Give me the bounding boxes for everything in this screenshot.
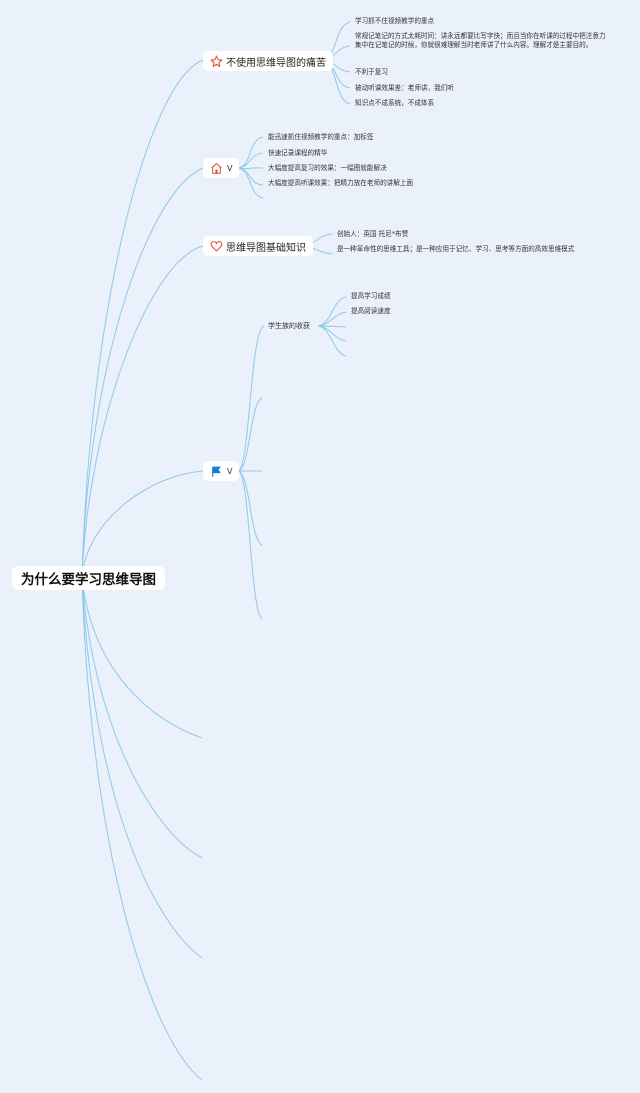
root-title: 为什么要学习思维导图: [21, 572, 156, 588]
branch-label: V: [227, 466, 233, 476]
leaf-item: 知识点不成系统，不成体系: [355, 99, 435, 107]
leaf-item: 被动听课效果差：老师讲，我们听: [355, 84, 454, 92]
branch-label: V: [227, 163, 233, 173]
home-icon: [210, 162, 223, 175]
root-topic[interactable]: 为什么要学习思维导图: [12, 566, 165, 590]
sub-topic-students: 学生族的收获: [268, 322, 310, 330]
star-icon: [210, 55, 223, 68]
leaf-item: 是一种革命性的思维工具；是一种应用于记忆、学习、思考等方面的高效思维模式: [337, 245, 575, 253]
leaf-item: 大幅度提高复习的效果：一幅图就能解决: [268, 164, 387, 172]
leaf-item: 能迅速抓住视频教学的重点：加标签: [268, 133, 374, 141]
branch-basics[interactable]: 思维导图基础知识: [203, 236, 313, 256]
branch-label: 思维导图基础知识: [226, 242, 306, 254]
leaf-item: 大幅度提高听课效果：把精力放在老师的讲解上面: [268, 179, 414, 187]
leaf-item: 常规记笔记的方式太耗时间：讲永远都要比写字快；而且当你在听课的过程中把注意力 集…: [355, 32, 606, 49]
branch-gains[interactable]: V: [203, 461, 240, 481]
leaf-item: 不利于复习: [355, 68, 388, 76]
branch-label: 不使用思维导图的痛苦: [226, 57, 326, 69]
heart-icon: [210, 240, 223, 253]
branch-benefits[interactable]: V: [203, 158, 240, 178]
leaf-item: 提高阅读速度: [351, 307, 391, 315]
leaf-item: 快速记录课程的精华: [268, 149, 328, 157]
leaf-item: 提高学习成绩: [351, 292, 391, 300]
flag-icon: [210, 465, 223, 478]
leaf-item: 创始人：英国 托尼*布赞: [337, 230, 409, 238]
branch-pain-points[interactable]: 不使用思维导图的痛苦: [203, 51, 333, 71]
leaf-item: 学习抓不住视频教学的重点: [355, 17, 435, 25]
